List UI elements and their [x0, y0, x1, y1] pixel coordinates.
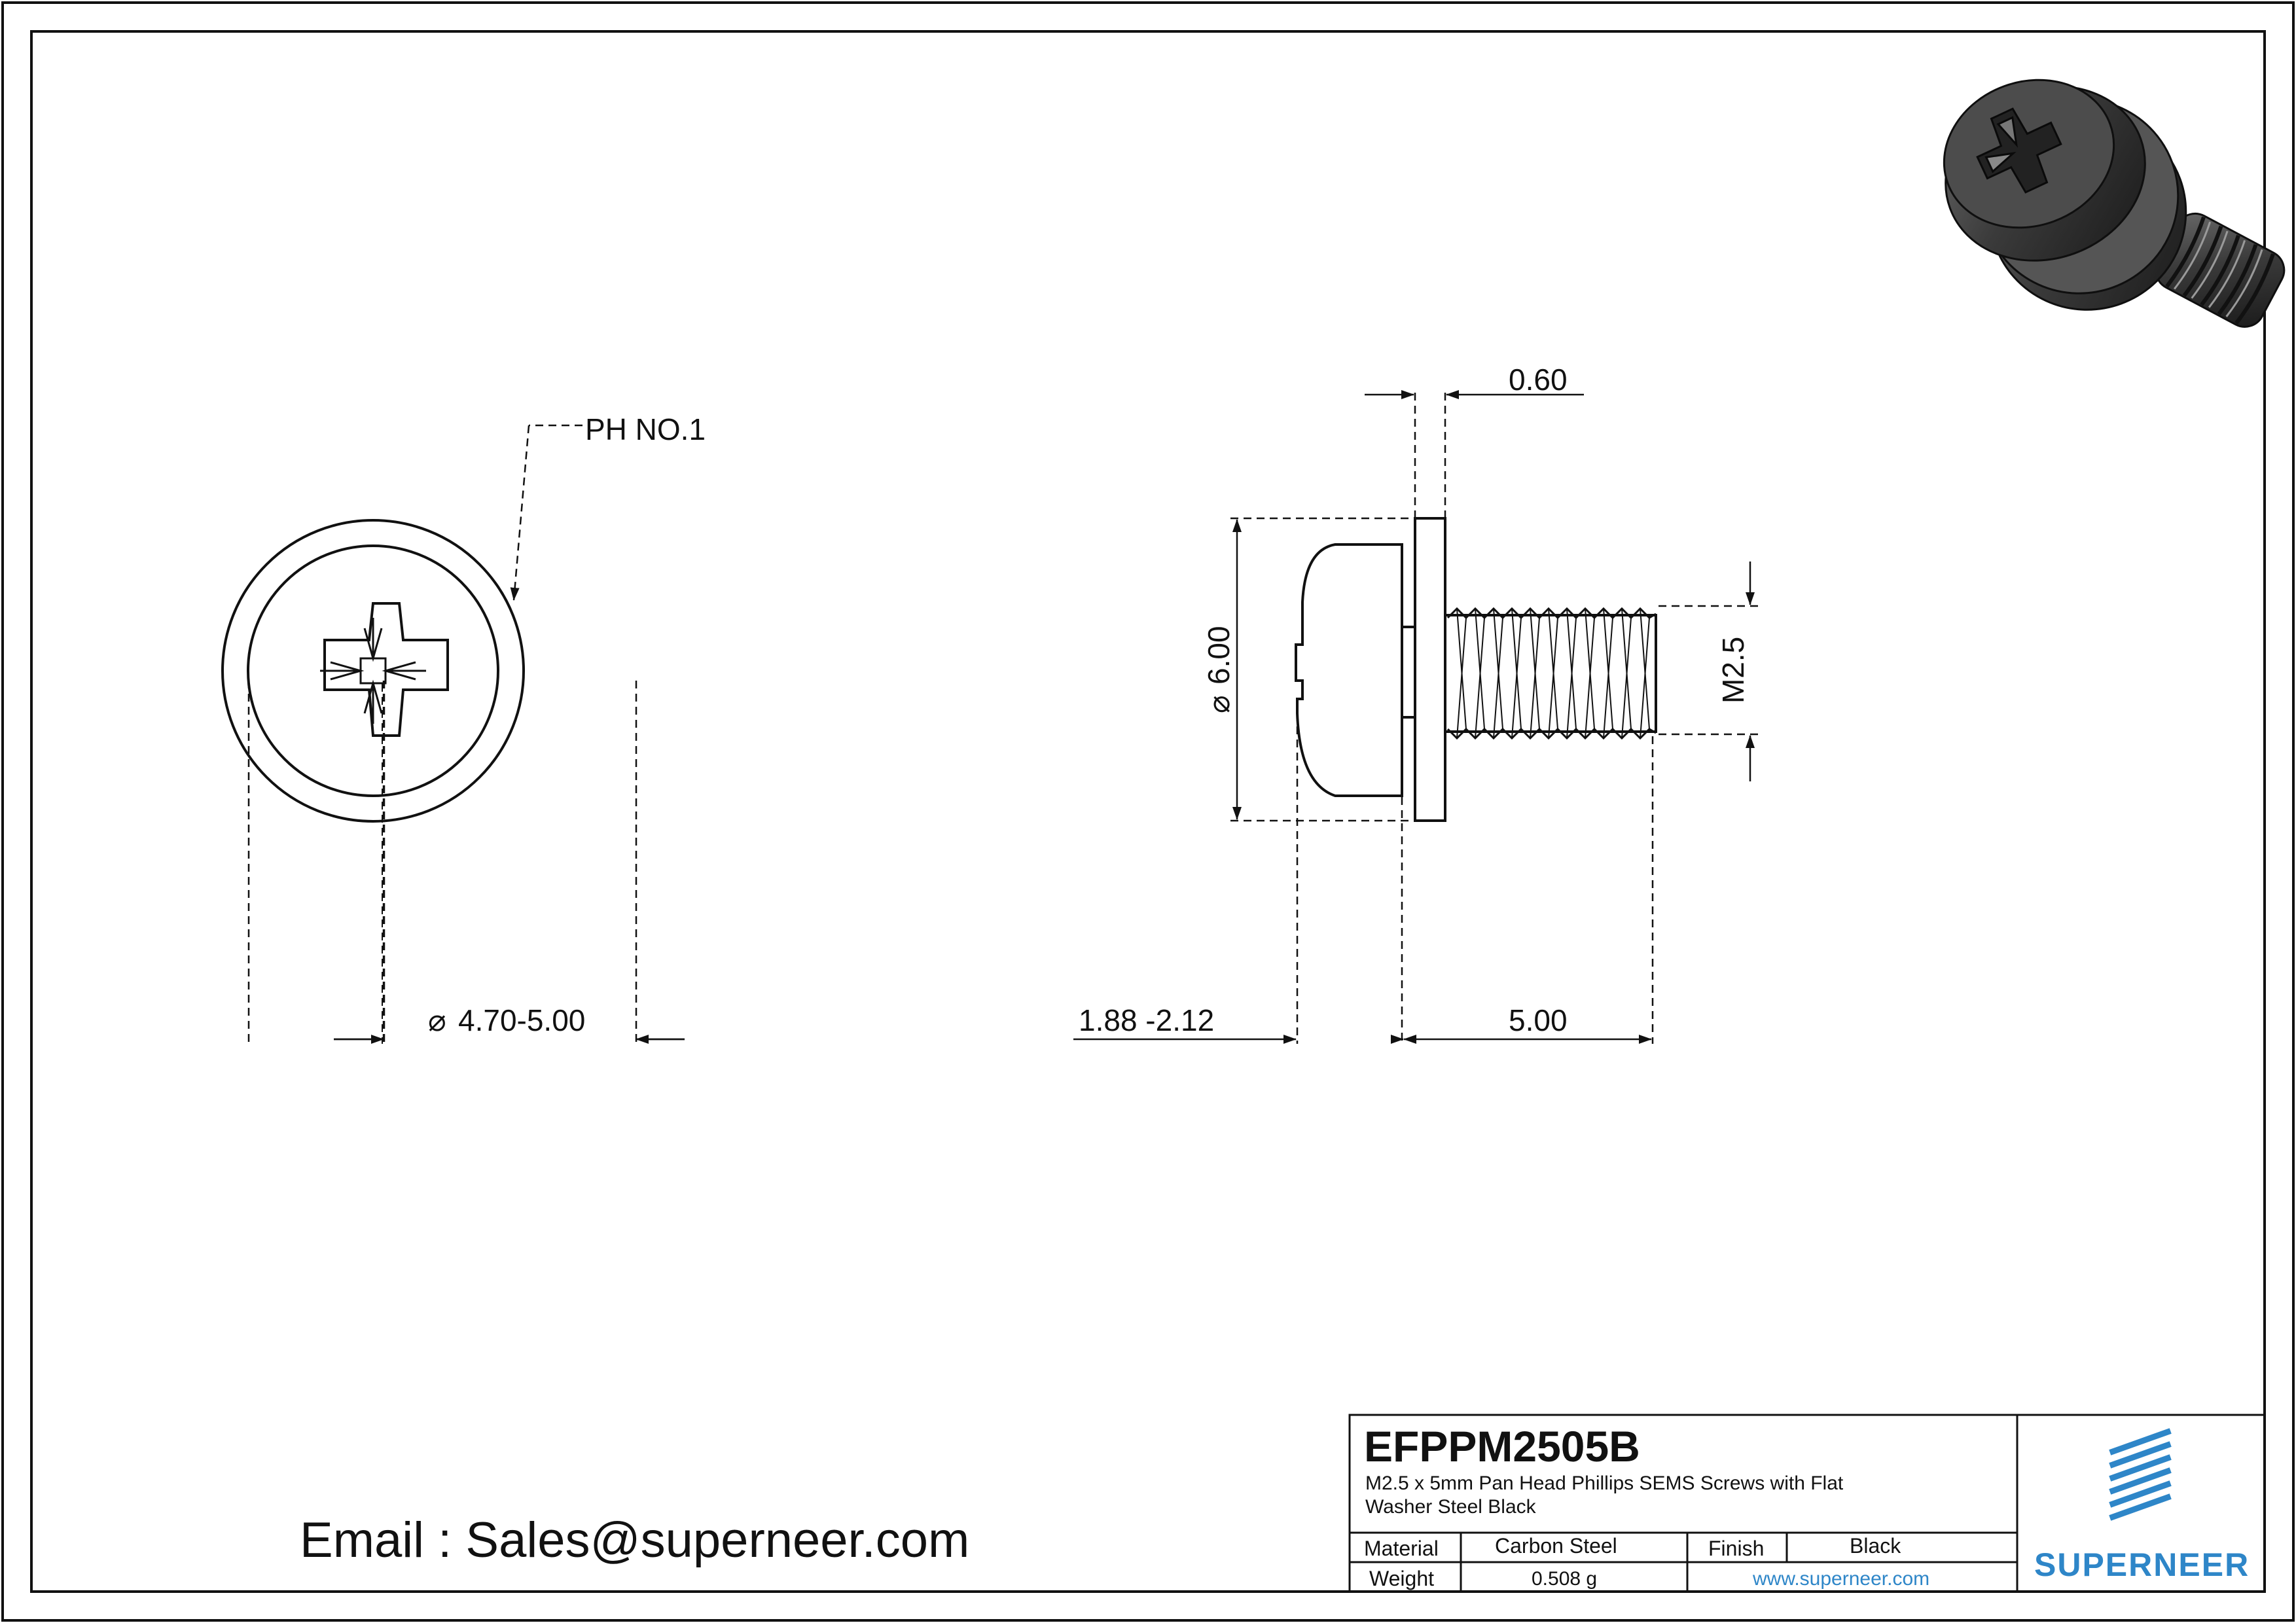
diameter-symbol-icon: ⌀	[428, 1003, 446, 1037]
washer-profile	[1414, 517, 1446, 822]
top-head-extension	[382, 681, 637, 1047]
title-block	[1348, 1414, 2266, 1593]
material-value: Carbon Steel	[1495, 1534, 1617, 1558]
inner-border	[30, 30, 2266, 1593]
head-diameter-label: ⌀ 4.70-5.00	[428, 1003, 585, 1037]
washer-thickness-text: 0.60	[1509, 363, 1568, 397]
head-height-text: 1.88 -2.12	[1079, 1003, 1214, 1037]
washer-diameter-label: ⌀ 6.00	[1202, 626, 1236, 713]
side-view	[1295, 517, 1657, 822]
phillips-cross	[320, 602, 449, 737]
head-diameter-dashes	[247, 681, 386, 1046]
contact-email[interactable]: Email : Sales@superneer.com	[300, 1512, 970, 1568]
weight-label: Weight	[1369, 1567, 1435, 1590]
head-dia-ext	[249, 681, 384, 1046]
brand-name: SUPERNEER	[2034, 1546, 2250, 1583]
screw-3d-render	[1943, 79, 2286, 328]
head-outline	[247, 544, 499, 797]
thread-text: M2.5	[1716, 637, 1750, 704]
side-extension-lines	[1230, 393, 1761, 1044]
top-view	[221, 519, 525, 1044]
washer-outline	[221, 519, 525, 823]
part-description-line2: Washer Steel Black	[1365, 1496, 1536, 1518]
brand-logo-icon	[2109, 1428, 2172, 1521]
material-label: Material	[1364, 1537, 1439, 1560]
head-profile	[1295, 543, 1403, 797]
thread-label: M2.5	[1716, 637, 1750, 704]
thread-profile	[1446, 607, 1657, 740]
finish-value: Black	[1850, 1534, 1901, 1558]
length-text: 5.00	[1509, 1003, 1568, 1037]
diameter-symbol-icon-2: ⌀	[1202, 695, 1236, 713]
finish-label: Finish	[1708, 1537, 1765, 1560]
head-diameter-extensions	[249, 677, 384, 1046]
drive-callout-text: PH NO.1	[585, 412, 706, 446]
head-extension-lines	[249, 681, 384, 1046]
part-description-line1: M2.5 x 5mm Pan Head Phillips SEMS Screws…	[1365, 1472, 1844, 1494]
drive-callout-leader	[510, 424, 583, 601]
side-dimension-lines	[1073, 390, 1755, 1044]
washer-diameter-text: 6.00	[1202, 626, 1236, 685]
head-diameter-text: 4.70-5.00	[458, 1003, 585, 1037]
phillips-3d-icon	[1976, 107, 2062, 194]
weight-value: 0.508 g	[1532, 1568, 1598, 1590]
website-link[interactable]: www.superneer.com	[1753, 1568, 1930, 1590]
top-view-extension-lines	[248, 668, 386, 1047]
part-code: EFPPM2505B	[1364, 1422, 1640, 1471]
thread-body	[1444, 614, 1657, 733]
